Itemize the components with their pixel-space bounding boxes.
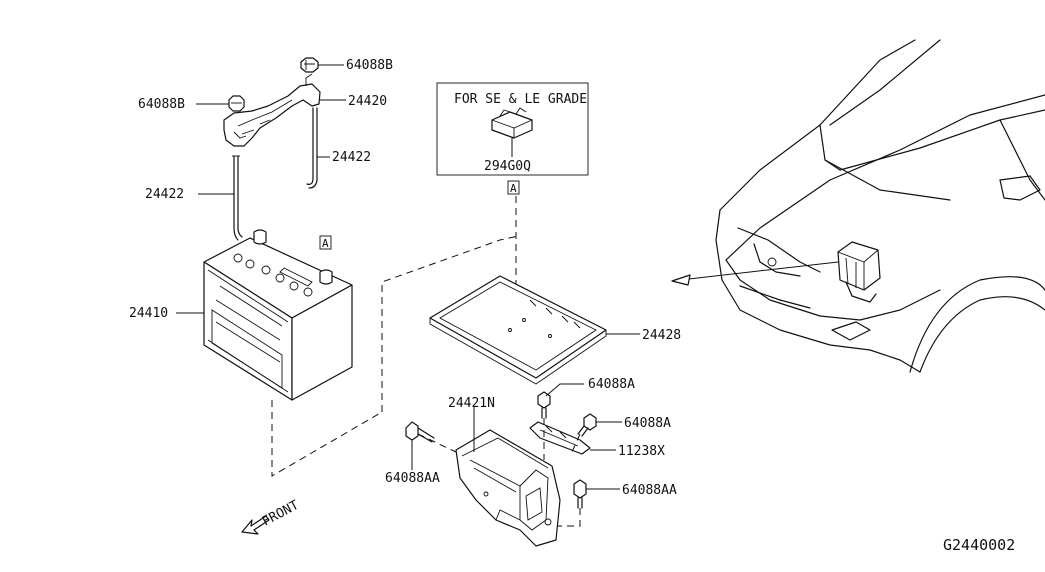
front-label: FRONT: [260, 498, 302, 530]
callout-24422-right: 24422: [332, 150, 371, 165]
bracket-24421n: [455, 429, 561, 547]
callout-24422-left: 24422: [145, 187, 184, 202]
bolt-64088aa-right: [573, 479, 587, 509]
hold-rod-24422-right: [306, 107, 318, 189]
nut-64088b-left: [228, 95, 245, 112]
callout-64088b-top: 64088B: [346, 58, 393, 73]
callout-64088aa-left: 64088AA: [385, 471, 440, 486]
diagram-code: G2440002: [943, 536, 1015, 554]
callout-24410: 24410: [129, 306, 168, 321]
vehicle-locator: [671, 39, 1045, 373]
hold-rod-24422-left: [232, 155, 243, 241]
battery-frame-24420: [223, 73, 321, 147]
callout-64088aa-right: 64088AA: [622, 483, 677, 498]
callout-64088a-tray: 64088A: [588, 377, 635, 392]
bolt-64088aa-left: [405, 421, 435, 443]
inset-box: FOR SE & LE GRADE 294G0Q: [436, 82, 589, 176]
bolt-64088a-tray: [537, 391, 551, 419]
battery-24410: [203, 229, 353, 401]
inset-ref-tag-label: A: [510, 182, 517, 195]
battery-tray-24428: [429, 275, 607, 385]
callout-64088a-right: 64088A: [624, 416, 671, 431]
callout-11238x: 11238X: [618, 444, 665, 459]
bolt-64088a-right: [577, 413, 597, 437]
connector-294g0q: [491, 107, 533, 139]
inset-grade-note: FOR SE & LE GRADE: [454, 92, 587, 107]
inset-ref-tag: A: [507, 180, 520, 195]
battery-ref-tag: A: [319, 235, 332, 250]
callout-294g0q: 294G0Q: [484, 159, 531, 174]
battery-ref-tag-label: A: [322, 237, 329, 250]
front-arrow: FRONT: [241, 498, 302, 535]
callout-24420: 24420: [348, 94, 387, 109]
callout-64088b-left: 64088B: [138, 97, 185, 112]
callout-24421n: 24421N: [448, 396, 495, 411]
callout-24428: 24428: [642, 328, 681, 343]
clip-11238x: [529, 421, 591, 455]
nut-64088b-top: [300, 57, 319, 73]
